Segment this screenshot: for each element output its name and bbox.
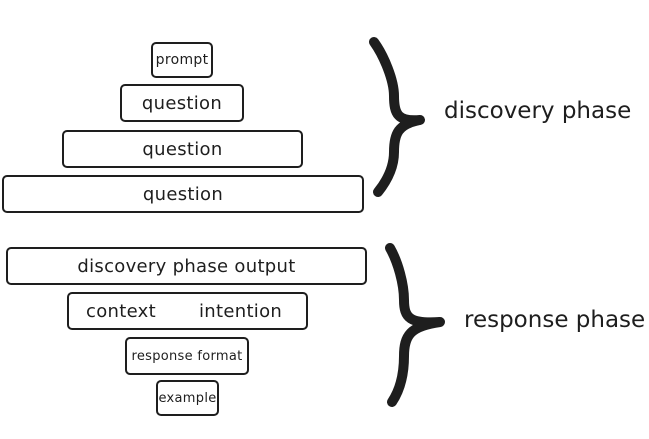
prompt-box: prompt: [151, 42, 213, 78]
context-label: context: [86, 301, 156, 322]
response-phase-label: response phase: [464, 307, 646, 333]
response-brace: [385, 243, 445, 407]
discovery-phase-output-label: discovery phase output: [77, 255, 296, 277]
discovery-brace: [369, 37, 425, 197]
question-label-2: question: [142, 138, 223, 160]
question-box-1: question: [120, 84, 244, 122]
context-intention-box: context intention: [67, 292, 308, 330]
question-box-2: question: [62, 130, 303, 168]
example-label: example: [158, 390, 217, 406]
response-format-label: response format: [131, 348, 243, 364]
question-box-3: question: [2, 175, 364, 213]
example-box: example: [156, 380, 219, 416]
question-label-3: question: [142, 183, 224, 205]
discovery-phase-output-box: discovery phase output: [6, 247, 367, 285]
question-label-1: question: [141, 92, 223, 114]
intention-label: intention: [199, 301, 283, 322]
discovery-phase-label: discovery phase: [444, 98, 632, 124]
prompt-label: prompt: [155, 52, 209, 68]
response-format-box: response format: [125, 337, 249, 375]
